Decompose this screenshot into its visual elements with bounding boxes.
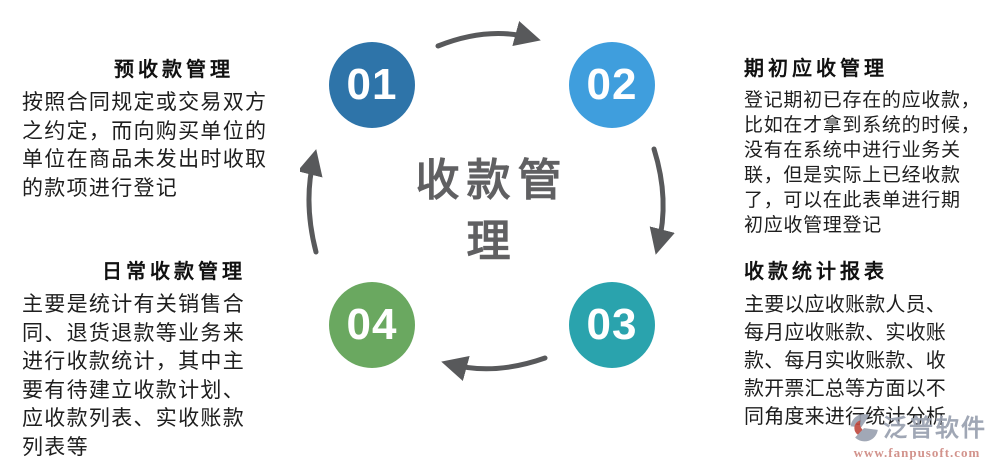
section-heading: 期初应收管理	[744, 58, 888, 80]
section-heading: 日常收款管理	[102, 261, 246, 283]
brand-url: www.fanpusoft.com	[853, 445, 981, 460]
arrow-left-icon	[300, 149, 323, 255]
fanpu-logo-icon	[850, 414, 878, 442]
step-circle-04: 04	[329, 282, 415, 368]
arrow-top-icon	[435, 21, 541, 49]
section-body: 主要是统计有关销售合 同、退货退款等业务来 进行收款统计，其中主 要有待建立收款…	[22, 293, 245, 459]
section-body: 登记期初已存在的应收款， 比如在才拿到系统的时候， 没有在系统中进行业务关 联，…	[744, 90, 981, 236]
section-collection-statistics-report: 收款统计报表 主要以应收账款人员、 每月应收账款、实收账 款、每月实收账款、收 …	[744, 260, 986, 431]
section-heading: 收款统计报表	[744, 261, 888, 283]
section-body: 按照合同规定或交易双方 之约定，而向购买单位的 单位在商品未发出时收取 的款项进…	[22, 91, 268, 200]
brand-name: 泛普软件	[883, 415, 987, 442]
step-circle-02: 02	[569, 42, 655, 128]
arrow-bottom-icon	[441, 355, 548, 381]
section-daily-collection-management: 日常收款管理 主要是统计有关销售合 同、退货退款等业务来 进行收款统计，其中主 …	[22, 260, 270, 462]
section-initial-receivable-management: 期初应收管理 登记期初已存在的应收款， 比如在才拿到系统的时候， 没有在系统中进…	[744, 57, 986, 238]
arrow-right-icon	[649, 146, 675, 255]
diagram-title: 收款管 理	[415, 156, 569, 266]
brand-watermark: 泛普软件 www.fanpusoft.com	[847, 413, 987, 461]
section-body: 主要以应收账款人员、 每月应收账款、实收账 款、每月实收账款、收 款开票汇总等方…	[744, 294, 946, 428]
step-circle-03: 03	[569, 282, 655, 368]
section-prepayment-management: 预收款管理 按照合同规定或交易双方 之约定，而向购买单位的 单位在商品未发出时收…	[22, 58, 270, 203]
section-heading: 预收款管理	[114, 59, 234, 81]
step-circle-01: 01	[329, 42, 415, 128]
